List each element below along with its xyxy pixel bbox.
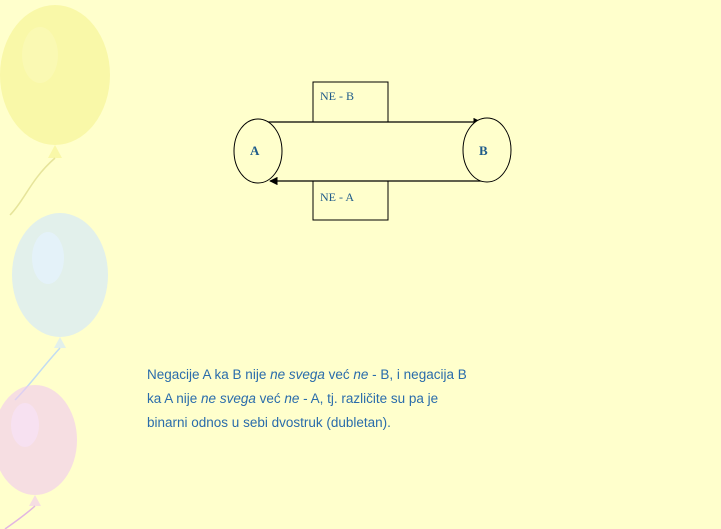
ne-b-label: NE - B	[320, 89, 354, 103]
ne-a-label: NE - A	[320, 190, 354, 204]
yellow-balloon-icon	[0, 5, 110, 216]
caption-line-1: Negacije A ka B nije ne svega već ne - B…	[147, 363, 617, 387]
caption-run: ne svega	[270, 367, 325, 382]
caption-run: ne	[353, 367, 369, 382]
caption-run: ka A nije	[147, 391, 202, 406]
caption-run: ne	[284, 391, 300, 406]
caption-line-2: ka A nije ne svega već ne - A, tj. razli…	[147, 387, 617, 411]
node-a-label: A	[250, 143, 260, 158]
caption-run: - A, tj. različite su pa je	[299, 391, 439, 406]
caption-run: - B, i negacija B	[368, 367, 467, 382]
node-b-label: B	[479, 143, 488, 158]
caption-run: već	[324, 367, 354, 382]
caption-run: ne svega	[201, 391, 256, 406]
caption-run: Negacije A ka B nije	[147, 367, 271, 382]
node-b	[462, 117, 512, 183]
caption-run: binarni odnos u sebi dvostruk (dubletan)…	[147, 415, 391, 430]
caption-run: već	[255, 391, 285, 406]
caption-line-3: binarni odnos u sebi dvostruk (dubletan)…	[147, 411, 617, 435]
pink-balloon-icon	[0, 385, 77, 529]
blue-balloon-icon	[12, 213, 108, 401]
node-a	[233, 118, 283, 184]
caption-text: Negacije A ka B nije ne svega već ne - B…	[147, 363, 617, 435]
